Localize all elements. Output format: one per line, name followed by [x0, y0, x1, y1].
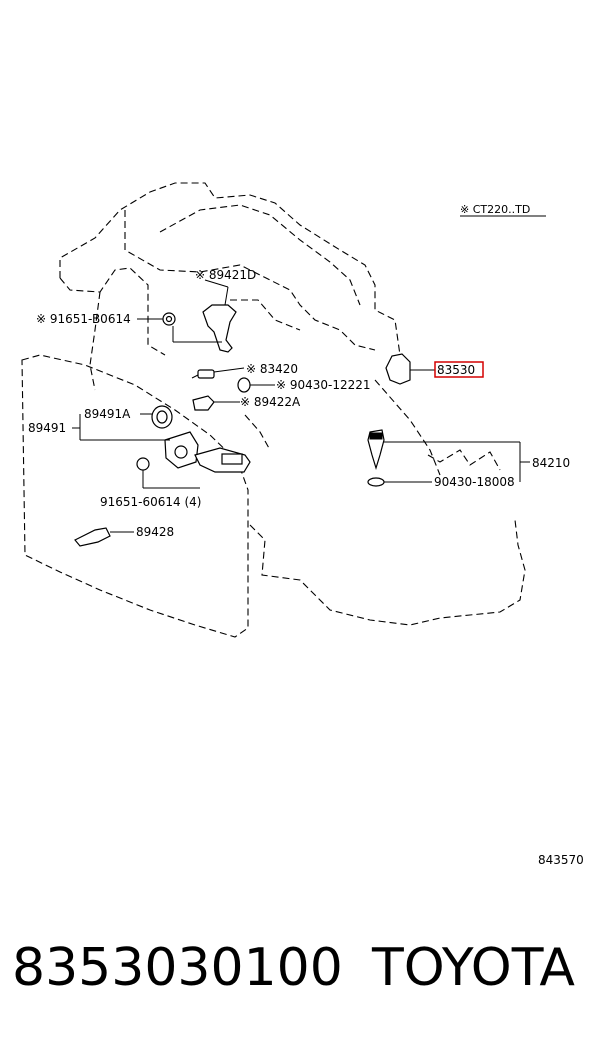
engine-outline — [59, 182, 526, 626]
label-91651-60614: 91651-60614 (4) — [100, 495, 202, 509]
part-89421D — [172, 279, 237, 353]
part-91651-60614 — [136, 457, 200, 489]
label-89491: 89491 — [28, 421, 66, 435]
housing-outline — [21, 354, 249, 638]
label-91651-B0614: ※ 91651-B0614 — [36, 312, 131, 326]
label-84210: 84210 — [532, 456, 570, 470]
part-89422A — [192, 395, 240, 411]
part-83530 — [385, 353, 435, 385]
figure-code: 843570 — [538, 853, 584, 867]
label-90430-12221: ※ 90430-12221 — [276, 378, 371, 392]
note-ct220: ※ CT220..TD — [460, 203, 530, 216]
part-90430-18008 — [367, 477, 432, 487]
part-89428 — [74, 527, 134, 547]
footer-brand: TOYOTA — [372, 938, 575, 998]
part-84210 — [367, 429, 530, 482]
highlight-box-83530 — [434, 361, 484, 378]
part-83420 — [191, 367, 245, 379]
part-91651-B0614 — [137, 312, 176, 326]
label-83420: ※ 83420 — [246, 362, 298, 376]
part-89491A — [140, 405, 173, 429]
part-89491 — [72, 414, 251, 473]
label-83530: 83530 — [437, 363, 475, 377]
part-90430-12221 — [237, 377, 275, 393]
label-89422A: ※ 89422A — [240, 395, 301, 409]
label-89491A: 89491A — [84, 407, 131, 421]
label-90430-18008: 90430-18008 — [434, 475, 515, 489]
label-89428: 89428 — [136, 525, 174, 539]
label-89421D: ※ 89421D — [195, 268, 256, 282]
parts-diagram: ※ 89421D ※ 91651-B0614 ※ 83420 ※ 90430-1… — [21, 182, 584, 867]
footer-part-number: 8353030100 — [12, 938, 343, 998]
